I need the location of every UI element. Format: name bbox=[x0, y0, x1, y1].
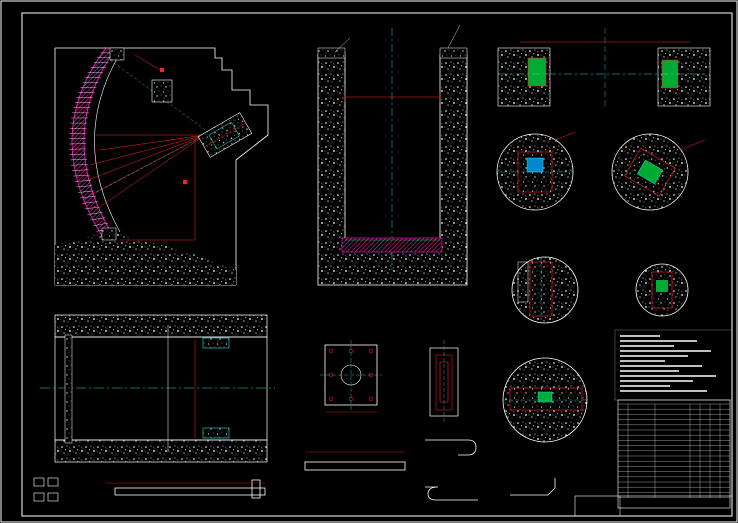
title-block bbox=[574, 399, 733, 517]
arc-rotated-detail bbox=[197, 112, 253, 158]
hook-a bbox=[425, 439, 477, 456]
detail-circle-a bbox=[496, 131, 576, 211]
arc-red-marker-2 bbox=[183, 180, 187, 184]
arc-top-block bbox=[109, 47, 125, 61]
detail-circle-e bbox=[502, 357, 588, 443]
trench-right-cap bbox=[439, 47, 468, 59]
arc-segment-tick bbox=[93, 222, 108, 226]
tr-left-insert bbox=[527, 57, 547, 87]
arc-segment-tick bbox=[84, 206, 101, 210]
top-right-section bbox=[497, 28, 711, 107]
bottom-long-bar-end bbox=[251, 479, 261, 499]
notes-block bbox=[614, 329, 733, 401]
trench-wall-fill bbox=[318, 55, 467, 285]
detail-circles bbox=[496, 131, 706, 443]
arc-segment-tick bbox=[90, 217, 106, 221]
arc-red-marker-1 bbox=[160, 68, 164, 72]
bolt-hole bbox=[328, 396, 334, 402]
bottom-long-bar bbox=[114, 487, 266, 496]
arc-segment-tick bbox=[76, 185, 93, 188]
arc-segment-tick bbox=[82, 201, 99, 204]
plan-top-slab bbox=[54, 314, 268, 338]
arc-segment-tick bbox=[73, 174, 90, 177]
plan-anchor-top bbox=[202, 337, 230, 349]
detail-circle-d bbox=[635, 263, 689, 317]
radial-center-lines bbox=[81, 59, 209, 201]
trench-bottom-rail bbox=[341, 237, 443, 253]
trench-section bbox=[317, 24, 468, 286]
arc-view-outline bbox=[55, 47, 269, 285]
plan-anchor-bottom bbox=[202, 427, 230, 439]
plan-view bbox=[40, 314, 275, 463]
bolt-hole bbox=[328, 348, 334, 354]
arc-view-ground-fill bbox=[55, 230, 236, 285]
radial-dimension-lines bbox=[87, 134, 206, 241]
arc-segment-tick bbox=[87, 212, 103, 215]
arc-segment-tick bbox=[69, 153, 87, 155]
plan-left-rail bbox=[64, 334, 73, 444]
arc-rail-inner bbox=[94, 49, 123, 233]
detail-circle-c bbox=[511, 256, 579, 324]
arc-segment-tick bbox=[70, 164, 88, 166]
arc-segment-tick bbox=[80, 196, 97, 199]
hook-c bbox=[510, 478, 556, 496]
rebar-hooks bbox=[105, 439, 556, 501]
arc-view bbox=[54, 47, 269, 286]
bolt-hole bbox=[368, 396, 374, 402]
arc-segment-tick bbox=[70, 159, 88, 161]
hook-b bbox=[425, 486, 478, 501]
bracket-detail bbox=[429, 340, 459, 422]
anchor-plate bbox=[320, 340, 382, 413]
plan-bottom-slab bbox=[54, 439, 268, 463]
legend-boxes bbox=[33, 477, 59, 502]
mid-bar bbox=[304, 461, 406, 471]
trench-left-cap bbox=[317, 47, 346, 59]
arc-segment-tick bbox=[78, 190, 95, 193]
bolt-hole bbox=[368, 348, 374, 354]
arc-base-block bbox=[101, 227, 117, 241]
arc-mid-block bbox=[151, 79, 173, 103]
plan-channel bbox=[54, 336, 268, 441]
arc-segment-tick bbox=[74, 180, 92, 182]
detail-circle-b bbox=[611, 133, 706, 211]
arc-segment-tick bbox=[71, 169, 89, 171]
